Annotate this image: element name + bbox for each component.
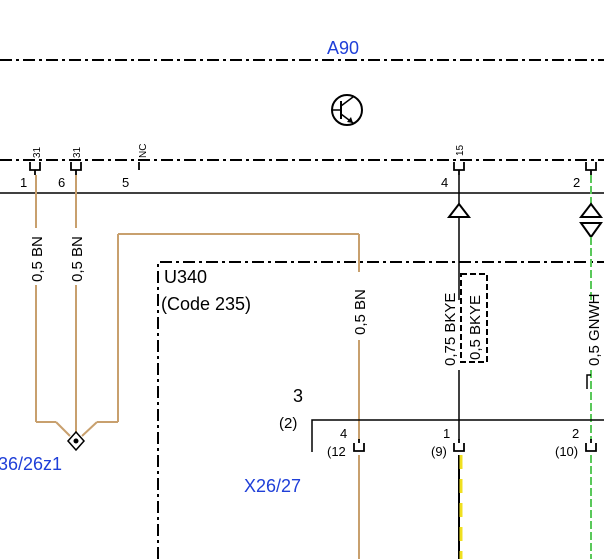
ground-splice-diamond — [66, 430, 86, 452]
terminal-label-pin4: 15 — [455, 144, 466, 156]
wire-label-w1: 0,5 BN — [29, 236, 46, 282]
wire-label-w2: 0,5 BN — [69, 236, 86, 282]
connector-pin-1: 1 — [443, 426, 450, 441]
pin-bracket-4 — [453, 162, 465, 175]
pin-number-4: 4 — [441, 175, 448, 190]
wire-label-w3: 0,5 BN — [352, 289, 369, 335]
wire-label-w4-primary: 0,75 BKYE — [442, 293, 459, 366]
green-wire-pin2 — [578, 175, 604, 559]
brown-wires-ground — [35, 175, 360, 559]
pin-bracket-6 — [70, 162, 82, 175]
option-box-boundary — [157, 261, 604, 559]
pin-bracket-2 — [585, 162, 597, 175]
connector-pin-bracket-2 — [585, 439, 597, 452]
connector-pin-4: 4 — [340, 426, 347, 441]
connector-pin-2-alt: (10) — [555, 444, 578, 459]
connector-pin-2: 2 — [572, 426, 579, 441]
terminal-label-pin5: NC — [138, 144, 149, 158]
pin-number-1: 1 — [20, 175, 27, 190]
connector-pin-bracket-1 — [453, 439, 465, 452]
module-label: A90 — [327, 38, 359, 58]
black-wire-pin4 — [446, 175, 472, 440]
pin-number-6: 6 — [58, 175, 65, 190]
option-box-name: U340 — [164, 267, 207, 287]
wire-label-w5: 0,5 GNWH — [586, 293, 603, 366]
connector-index: 3 — [293, 386, 303, 406]
terminal-label-pin1: 31 — [32, 146, 43, 158]
connector-pin-bracket-4 — [353, 439, 365, 452]
connector-name: X26/27 — [244, 476, 301, 496]
transistor-icon — [331, 94, 363, 126]
terminal-label-pin6: 31 — [72, 146, 83, 158]
ground-point-label: 36/26z1 — [0, 454, 62, 474]
pin-number-5: 5 — [122, 175, 129, 190]
option-box-code: (Code 235) — [161, 294, 251, 314]
connector-x26-housing — [311, 419, 604, 452]
connector-pin-4-alt: (12 — [327, 444, 346, 459]
connector-index-alt: (2) — [279, 415, 297, 432]
alternate-wire-box — [460, 273, 488, 363]
pin-bracket-1 — [29, 162, 41, 175]
connector-pin-1-alt: (9) — [431, 444, 447, 459]
wire-label-w4-alternate: 0,5 BKYE — [467, 295, 484, 360]
pin-number-2: 2 — [573, 175, 580, 190]
